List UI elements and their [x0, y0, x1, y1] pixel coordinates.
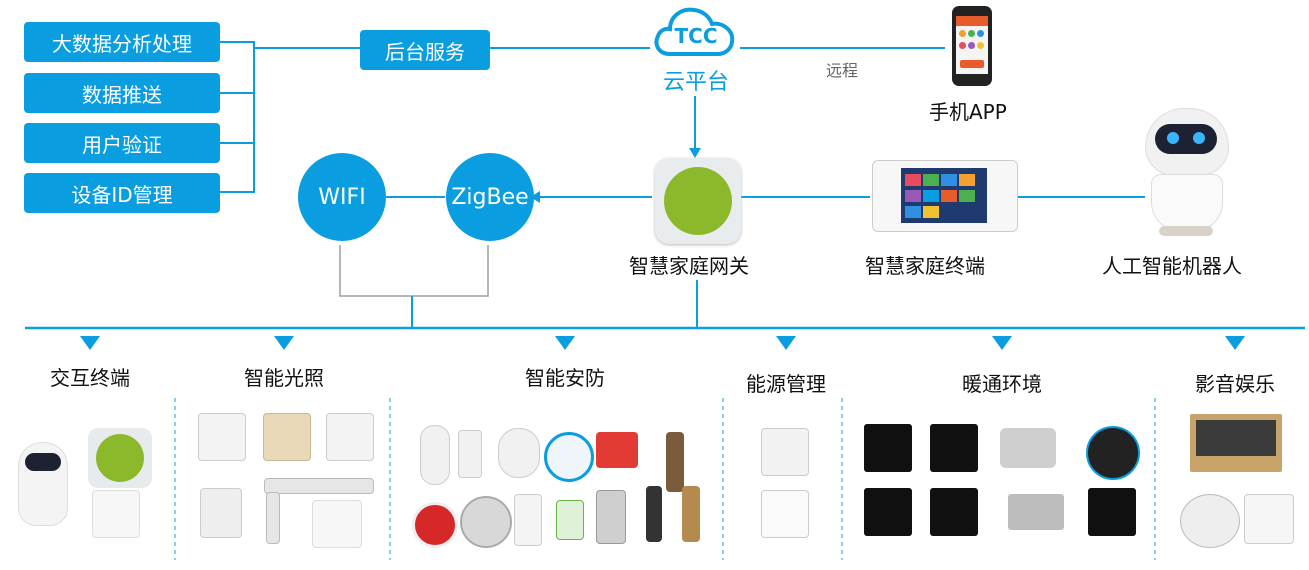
media-panel-image [1190, 414, 1282, 472]
section-audio-video: 影音娱乐 [1195, 372, 1275, 396]
gateway-device [655, 158, 741, 244]
valve-manipulator-image [596, 490, 626, 544]
section-energy-management: 能源管理 [746, 372, 826, 396]
section-smart-lighting: 智能光照 [244, 366, 324, 390]
cloud-icon [654, 7, 735, 56]
section-hvac-environment: 暖通环境 [962, 372, 1042, 396]
hvac-controller-image [1008, 494, 1064, 530]
thermostat-panel-2-image [930, 424, 978, 472]
water-sensor-image [514, 494, 542, 546]
relay-module-image [200, 488, 242, 538]
wall-outlet-image [761, 490, 809, 538]
terminal-label: 智慧家庭终端 [865, 254, 985, 278]
round-panel-image [1086, 426, 1140, 480]
ip-camera-image [498, 428, 540, 478]
volume-knob-panel-image [1244, 494, 1294, 544]
dimmer-switch-image [312, 500, 362, 548]
mini-robot-image [18, 442, 68, 526]
remote-label: 远程 [826, 61, 859, 80]
phone-app-label: 手机APP [929, 100, 1007, 124]
mini-gateway-image [88, 428, 152, 488]
alarm-siren-image [596, 432, 638, 468]
gas-detector-image [460, 496, 512, 548]
touch-switch-image [92, 490, 140, 538]
robot-label: 人工智能机器人 [1102, 254, 1242, 278]
section-interactive-terminal: 交互终端 [50, 366, 130, 390]
service-user-auth: 用户验证 [24, 123, 220, 163]
service-big-data: 大数据分析处理 [24, 22, 220, 62]
curtain-motor-image [266, 492, 280, 544]
section-smart-security: 智能安防 [525, 366, 605, 390]
backend-label: 后台服务 [385, 39, 465, 64]
scene-switch-image [326, 413, 374, 461]
gateway-label: 智慧家庭网关 [629, 254, 749, 278]
smart-socket-image [761, 428, 809, 476]
door-lock-gold-image [682, 486, 700, 542]
service-data-push: 数据推送 [24, 73, 220, 113]
wifi-node: WIFI [298, 153, 386, 241]
curtain-track-image [264, 478, 374, 494]
light-switch-white-image [198, 413, 246, 461]
zigbee-label: ZigBee [451, 184, 529, 210]
panic-button-image [412, 502, 458, 548]
thermostat-panel-1-image [864, 424, 912, 472]
ceiling-speaker-image [1180, 494, 1240, 548]
service-label: 用户验证 [82, 132, 162, 157]
thermostat-panel-5-image [1088, 488, 1136, 536]
door-lock-black-image [646, 486, 662, 542]
pir-sensor-image [420, 425, 450, 485]
service-device-id: 设备ID管理 [24, 173, 220, 213]
control-board-image [556, 500, 584, 540]
thermostat-panel-3-image [864, 488, 912, 536]
door-sensor-image [458, 430, 482, 478]
smoke-detector-image [544, 432, 594, 482]
wifi-label: WIFI [318, 184, 366, 210]
cloud-logo-text: TCC [674, 24, 718, 48]
phone-icon [952, 6, 992, 86]
cloud-name: 云平台 [662, 70, 729, 95]
smart-lock-image [666, 432, 684, 492]
sensor-cluster-image [1000, 428, 1056, 468]
service-label: 数据推送 [82, 82, 162, 107]
robot-device [1145, 108, 1229, 238]
cloud-platform: TCC 云平台 [652, 2, 740, 98]
service-label: 大数据分析处理 [52, 31, 192, 56]
backend-service-box: 后台服务 [360, 30, 490, 70]
service-label: 设备ID管理 [71, 182, 173, 207]
thermostat-panel-4-image [930, 488, 978, 536]
zigbee-node: ZigBee [446, 153, 534, 241]
terminal-device [872, 160, 1018, 232]
light-switch-gold-image [263, 413, 311, 461]
